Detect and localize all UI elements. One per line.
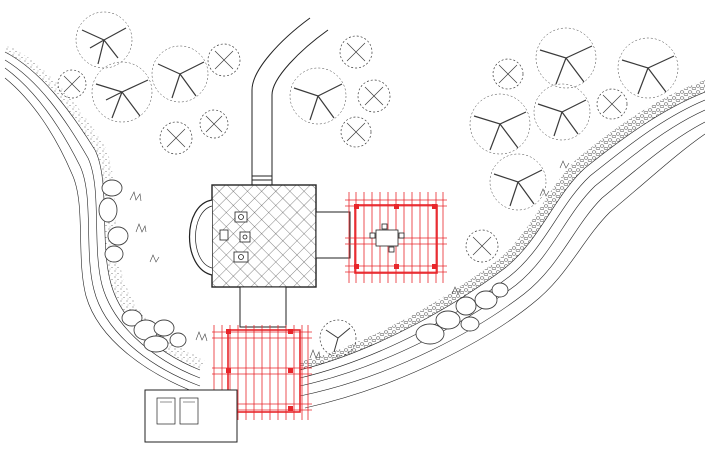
pergola-east [345,192,447,283]
tree [289,67,347,125]
stream-bank-east [299,91,705,409]
tree-grove-northwest [57,11,241,155]
bay-window [188,199,213,276]
tree [617,37,679,99]
tree [533,83,591,141]
access-path [251,17,329,185]
stream-bank-east-texture [300,80,705,370]
tree-small [57,43,241,155]
tree-small [319,35,391,357]
tree [489,153,547,211]
pergola-east-table [369,223,405,253]
tree [151,45,209,103]
parking-pad [144,389,238,443]
tree-small [465,58,628,263]
tree-grove-northeast [465,27,679,263]
pavilion [188,184,351,328]
tree [535,27,597,89]
tree [469,93,531,155]
boulder-cluster-west [98,179,187,353]
tree-grove-north [289,35,391,357]
tree [91,61,153,123]
ground-cover-shrubs [129,160,570,359]
tree [75,11,133,69]
pavilion-furniture [219,211,251,263]
pergola-south [212,325,312,420]
boulder-cluster-east [415,282,509,345]
